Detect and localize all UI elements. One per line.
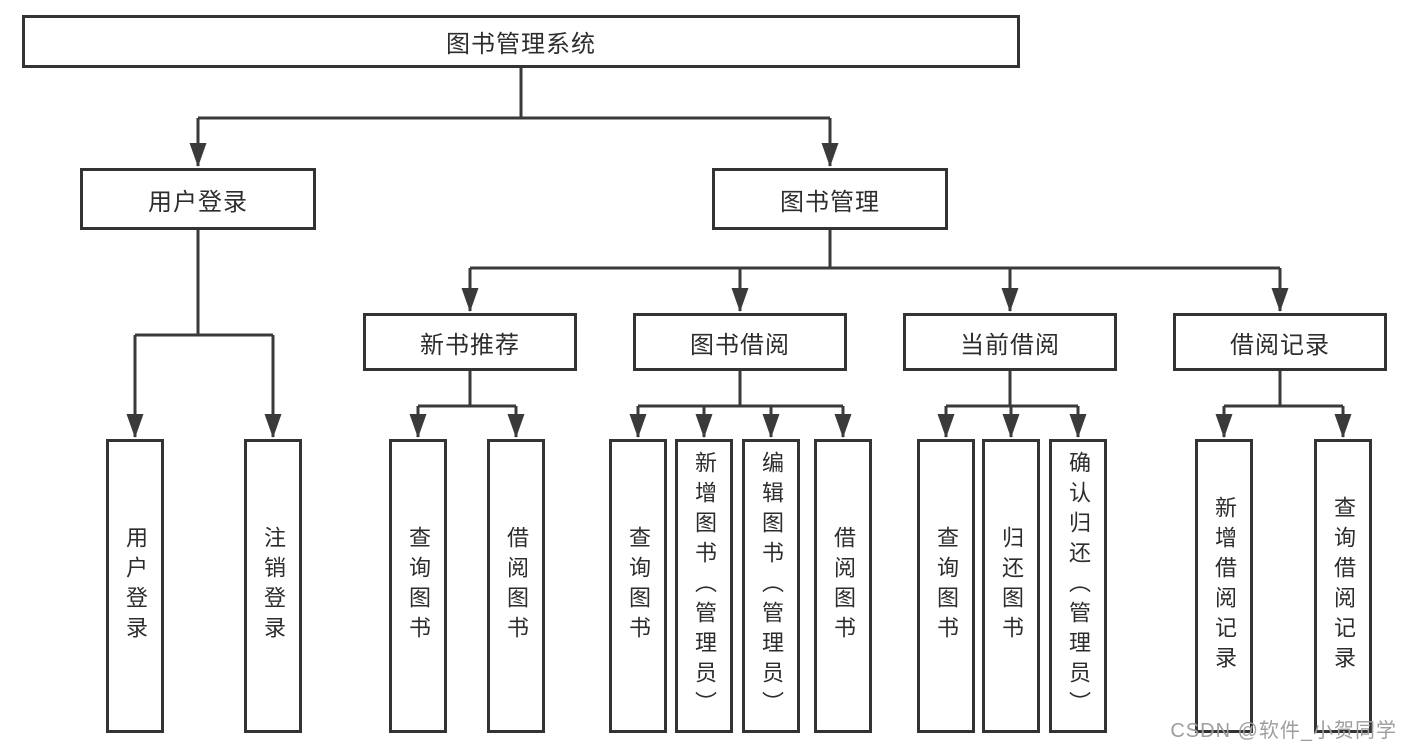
node-label: 新增借阅记录 <box>1212 496 1237 676</box>
leaf-query-books-recommend: 查询图书 <box>389 439 447 733</box>
leaf-user-login: 用户登录 <box>106 439 164 733</box>
node-label: 当前借阅 <box>960 331 1060 359</box>
node-borrowing-records: 借阅记录 <box>1173 313 1387 371</box>
node-label: 图书管理 <box>780 188 880 216</box>
leaf-borrow-books-recommend: 借阅图书 <box>487 439 545 733</box>
node-book-borrowing: 图书借阅 <box>633 313 847 371</box>
node-label: 查询图书 <box>934 526 959 646</box>
leaf-query-books-current: 查询图书 <box>917 439 975 733</box>
leaf-query-borrow-record: 查询借阅记录 <box>1314 439 1372 733</box>
tree-branch-lines <box>135 68 1343 408</box>
node-label: 图书借阅 <box>690 331 790 359</box>
node-label: 查询图书 <box>406 526 431 646</box>
node-label: 确认归还（管理员） <box>1066 451 1091 721</box>
node-book-management: 图书管理 <box>712 168 948 230</box>
node-label: 查询借阅记录 <box>1331 496 1356 676</box>
node-label: 用户登录 <box>148 188 248 216</box>
node-label: 注销登录 <box>261 526 286 646</box>
leaf-logout: 注销登录 <box>244 439 302 733</box>
leaf-borrow-books: 借阅图书 <box>814 439 872 733</box>
node-label: 编辑图书（管理员） <box>759 451 784 721</box>
arrow-connectors <box>126 118 1352 438</box>
node-label: 借阅图书 <box>504 526 529 646</box>
csdn-watermark: CSDN @软件_小贺同学 <box>1170 720 1397 742</box>
node-label: 借阅记录 <box>1230 331 1330 359</box>
node-label: 新书推荐 <box>420 331 520 359</box>
node-label: 新增图书（管理员） <box>692 451 717 721</box>
leaf-return-book: 归还图书 <box>982 439 1040 733</box>
node-library-management-system: 图书管理系统 <box>22 15 1020 68</box>
node-label: 借阅图书 <box>831 526 856 646</box>
leaf-query-books-borrow: 查询图书 <box>609 439 667 733</box>
leaf-confirm-return-admin: 确认归还（管理员） <box>1049 439 1107 733</box>
node-label: 查询图书 <box>626 526 651 646</box>
node-label: 用户登录 <box>123 526 148 646</box>
node-current-borrowing: 当前借阅 <box>903 313 1117 371</box>
node-label: 图书管理系统 <box>446 31 596 58</box>
node-new-book-recommendation: 新书推荐 <box>363 313 577 371</box>
node-user-login: 用户登录 <box>80 168 316 230</box>
node-label: 归还图书 <box>999 526 1024 646</box>
leaf-add-borrow-record: 新增借阅记录 <box>1195 439 1253 733</box>
leaf-edit-book-admin: 编辑图书（管理员） <box>742 439 800 733</box>
leaf-add-book-admin: 新增图书（管理员） <box>675 439 733 733</box>
